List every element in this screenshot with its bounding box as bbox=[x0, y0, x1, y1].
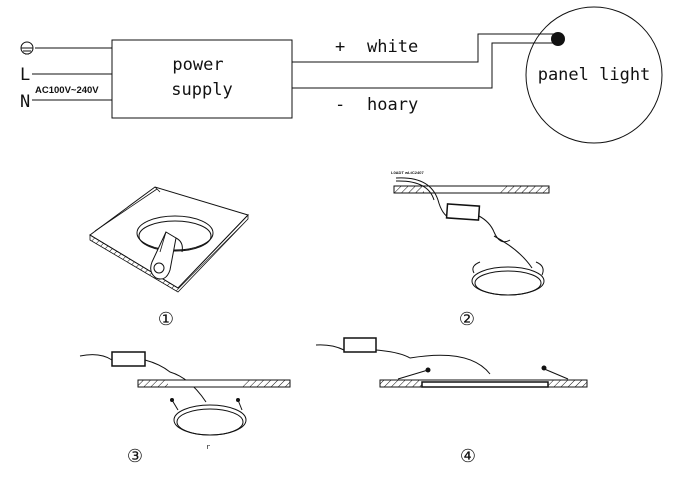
step-3-number: ③ bbox=[127, 446, 143, 467]
step-2-number: ② bbox=[459, 309, 475, 330]
positive-wire bbox=[292, 33, 556, 63]
line-label: L bbox=[20, 65, 30, 85]
step-4-number: ④ bbox=[460, 446, 476, 467]
ground-icon bbox=[20, 41, 34, 55]
power-supply-label-line2: supply bbox=[171, 80, 232, 100]
power-supply-label-line1: power bbox=[172, 55, 223, 75]
connector-dot bbox=[551, 32, 565, 46]
voltage-label: AC100V~240V bbox=[35, 85, 99, 96]
panel-light-label: panel light bbox=[538, 65, 651, 85]
step-3-illustration: r bbox=[79, 351, 291, 451]
neutral-label: N bbox=[20, 92, 30, 112]
negative-label: hoary bbox=[367, 95, 418, 115]
panel-light-circle bbox=[525, 6, 663, 144]
step-3-mark: r bbox=[206, 443, 210, 451]
step-1-illustration bbox=[89, 186, 249, 293]
negative-sign: - bbox=[335, 95, 345, 115]
step-2-illustration: L0ADT wLtC2407 bbox=[391, 170, 550, 296]
wiring-diagram: L N AC100V~240V power supply + white - h… bbox=[20, 6, 663, 144]
step-2-tiny-label: L0ADT wLtC2407 bbox=[391, 170, 424, 175]
negative-wire bbox=[292, 42, 556, 89]
positive-label: white bbox=[367, 37, 418, 57]
step-4-illustration bbox=[315, 337, 588, 388]
step-1-number: ① bbox=[158, 309, 174, 330]
positive-sign: + bbox=[335, 37, 345, 57]
power-supply-box bbox=[111, 39, 293, 119]
